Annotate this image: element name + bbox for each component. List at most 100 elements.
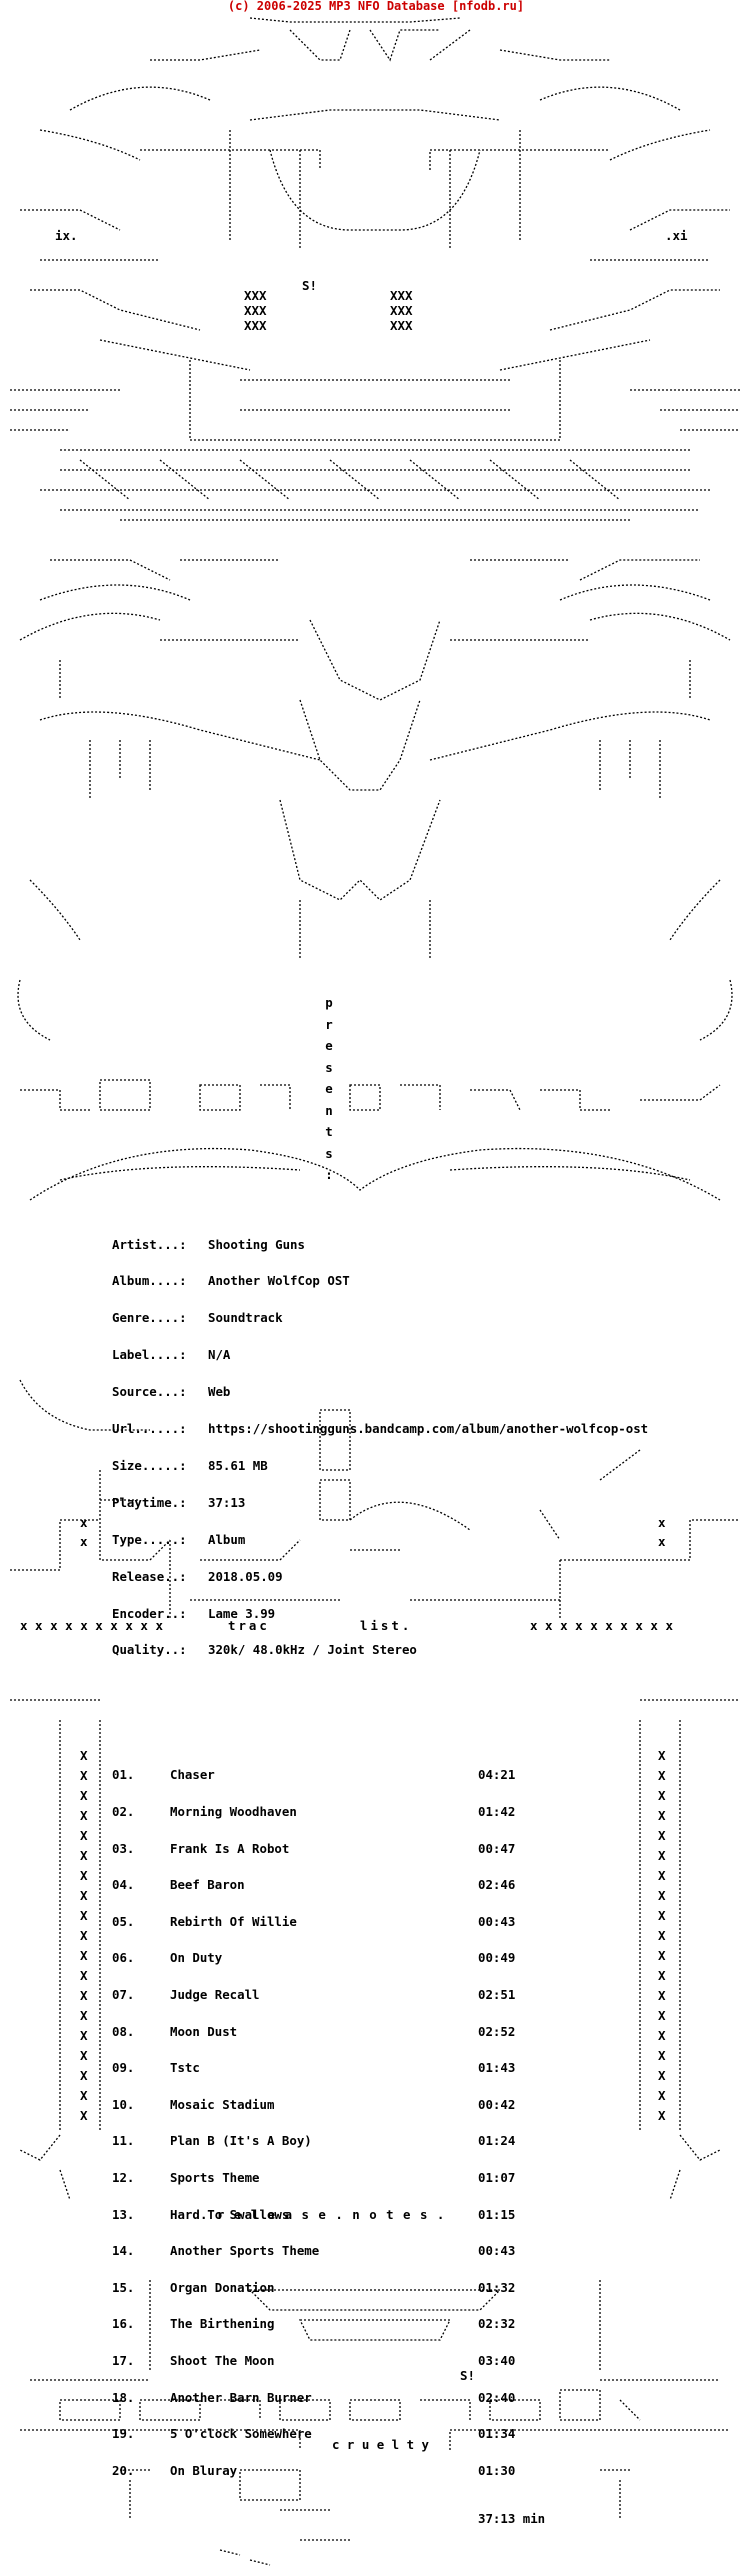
track-row: 17. Shoot The Moon 03:40 — [112, 2352, 572, 2368]
track-duration: 02:40 — [478, 2389, 516, 2405]
album-url: https://shootingguns.bandcamp.com/album/… — [208, 1421, 649, 1437]
presents-letter: e — [325, 1038, 333, 1053]
svg-text:X: X — [658, 1908, 666, 1923]
track-row: 12. Sports Theme 01:07 — [112, 2169, 572, 2185]
release-notes-label: . r e l e a s e . n o t e s . — [200, 2207, 446, 2222]
track-number: 09. — [112, 2060, 135, 2076]
svg-text:XXX: XXX — [390, 318, 413, 333]
track-duration: 01:30 — [478, 2462, 516, 2478]
svg-text:X: X — [658, 1948, 666, 1963]
svg-text:XXX: XXX — [390, 303, 413, 318]
info-row: Genre....:Soundtrack — [112, 1310, 283, 1326]
track-number: 06. — [112, 1950, 135, 1966]
track-duration: 01:43 — [478, 2060, 516, 2076]
track-title: Morning Woodhaven — [170, 1804, 297, 1819]
svg-text:X: X — [80, 2108, 88, 2123]
track-title: On Bluray — [170, 2462, 238, 2478]
track-duration: 04:21 — [478, 1767, 516, 1783]
track-row: 11.Plan B (It's A Boy)01:24 — [112, 2133, 572, 2149]
svg-text:X: X — [80, 1748, 88, 1763]
track-number: 01. — [112, 1767, 135, 1783]
svg-text:X: X — [80, 1968, 88, 1983]
svg-text:X: X — [80, 1948, 88, 1963]
track-number: 13. — [112, 2206, 135, 2222]
track-title: Sports Theme — [170, 2169, 260, 2185]
track-duration: 00:43 — [478, 2243, 516, 2259]
svg-text:x: x — [658, 1515, 666, 1530]
track-duration: 03:40 — [478, 2352, 516, 2368]
info-row: Url......:https://shootingguns.bandcamp.… — [112, 1421, 649, 1437]
svg-text:X: X — [80, 1808, 88, 1823]
ix-mark: ix. — [55, 228, 78, 243]
track-title: Tstc — [170, 2060, 200, 2076]
track-title: Beef Baron — [170, 1877, 245, 1893]
presents-vertical: p r e s e n t s : — [322, 992, 336, 1186]
release-info: Artist...:Shooting Guns Album....:Anothe… — [112, 1214, 648, 1669]
track-number: 15. — [112, 2279, 135, 2295]
svg-text:x: x — [658, 1534, 666, 1549]
svg-text:X: X — [658, 1808, 666, 1823]
track-duration: 02:46 — [478, 1877, 516, 1893]
svg-text:X: X — [658, 1768, 666, 1783]
svg-text:X: X — [658, 2028, 666, 2043]
svg-text:X: X — [80, 1908, 88, 1923]
svg-text:X: X — [658, 1828, 666, 1843]
track-duration: 01:07 — [478, 2169, 516, 2185]
tracklist-heading-right: list. — [360, 1618, 413, 1633]
svg-text:X: X — [658, 1748, 666, 1763]
track-duration: 01:24 — [478, 2133, 516, 2149]
track-duration: 01:15 — [478, 2206, 516, 2222]
presents-letter: t — [325, 1124, 333, 1139]
track-title: The Birthening — [170, 2316, 275, 2332]
svg-text:XXX: XXX — [244, 288, 267, 303]
info-row: Size.....:85.61 MB — [112, 1457, 268, 1473]
s-mark: S! — [302, 278, 317, 293]
svg-text:XXX: XXX — [244, 318, 267, 333]
presents-letter: : — [325, 1167, 333, 1182]
track-title: Chaser — [170, 1767, 215, 1783]
track-number: 20. — [112, 2462, 135, 2478]
track-duration: 01:32 — [478, 2279, 516, 2295]
track-title: Plan B (It's A Boy) — [170, 2133, 312, 2149]
svg-text:X: X — [658, 1968, 666, 1983]
track-title: Another Barn Burner — [170, 2389, 312, 2405]
track-duration: 00:47 — [478, 1840, 516, 1856]
track-number: 02. — [112, 1804, 135, 1819]
svg-text:X: X — [80, 1988, 88, 2003]
track-title: 5 O'clock Somewhere — [170, 2426, 312, 2442]
track-duration: 00:49 — [478, 1950, 516, 1966]
presents-letter: e — [325, 1081, 333, 1096]
track-duration: 02:52 — [478, 2023, 516, 2039]
svg-text:X: X — [80, 2048, 88, 2063]
info-row: Playtime.:37:13 — [112, 1494, 246, 1510]
track-number: 17. — [112, 2352, 135, 2368]
track-row: 20. On Bluray 01:30 — [112, 2462, 572, 2478]
svg-text:x x x x x x x x x x: x x x x x x x x x x — [530, 1618, 673, 1633]
svg-text:X: X — [658, 2008, 666, 2023]
track-duration: 02:51 — [478, 1986, 516, 2002]
svg-text:XXX: XXX — [390, 288, 413, 303]
track-duration: 01:34 — [478, 2426, 516, 2442]
total-playtime: 37:13 min — [478, 2511, 546, 2527]
svg-text:X: X — [658, 1788, 666, 1803]
presents-letter: n — [325, 1102, 333, 1118]
svg-text:X: X — [658, 1848, 666, 1863]
track-number: 12. — [112, 2169, 135, 2185]
svg-text:x x x x x x x x x x: x x x x x x x x x x — [20, 1618, 163, 1633]
svg-text:X: X — [658, 1928, 666, 1943]
track-title: Moon Dust — [170, 2023, 238, 2039]
track-number: 03. — [112, 1840, 135, 1856]
s-mark-2: S! — [460, 2368, 475, 2383]
info-row: Quality..:320k/ 48.0kHz / Joint Stereo — [112, 1642, 417, 1658]
presents-letter: s — [325, 1059, 333, 1075]
info-row: Encoder..:Lame 3.99 — [112, 1605, 276, 1621]
info-row: Album....:Another WolfCop OST — [112, 1273, 350, 1289]
track-title: Shoot The Moon — [170, 2352, 275, 2368]
